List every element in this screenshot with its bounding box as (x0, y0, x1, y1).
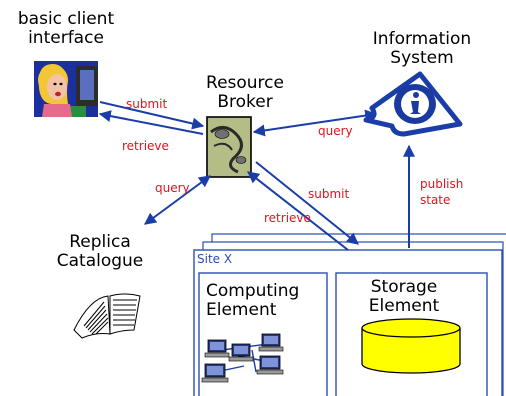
info-system-label: Information System (372, 29, 472, 69)
arrow-broker-info (252, 109, 378, 137)
arrow-client-to-broker (99, 101, 205, 130)
replica-label: Replica Catalogue (56, 232, 144, 272)
arrow-site-to-broker (247, 171, 349, 251)
computer-2-icon (228, 343, 254, 362)
arrow-broker-to-client (98, 110, 204, 135)
computer-1-icon (204, 339, 230, 358)
client-label: basic client interface (17, 9, 115, 49)
computer-5-icon (256, 355, 284, 375)
edge-label-retrieve-site: retrieve (264, 211, 311, 225)
computer-3-icon (258, 333, 284, 352)
broker-label: Resource Broker (206, 73, 284, 113)
edge-label-submit-site: submit (308, 187, 350, 201)
edge-label-query-info: query (318, 124, 353, 138)
networked-computers-icon (201, 333, 284, 383)
edge-label-retrieve-client: retrieve (122, 139, 169, 153)
arrow-broker-to-site (255, 161, 359, 245)
information-i-icon (363, 71, 463, 137)
site-x-label: Site X (197, 252, 233, 266)
open-book-icon (73, 293, 141, 339)
resource-broker-map-icon (206, 116, 252, 178)
computer-4-icon (201, 363, 229, 383)
arrow-broker-replica (144, 175, 211, 225)
storage-cylinder-icon (361, 318, 461, 374)
storage-element-label: Storage Element (368, 277, 440, 317)
user-at-terminal-icon (34, 61, 98, 117)
edge-label-publish-state: publish state (420, 177, 464, 208)
computing-element-label: Computing Element (206, 281, 300, 321)
edge-label-submit-client: submit (126, 97, 168, 111)
edge-label-query-replica: query (155, 181, 190, 195)
